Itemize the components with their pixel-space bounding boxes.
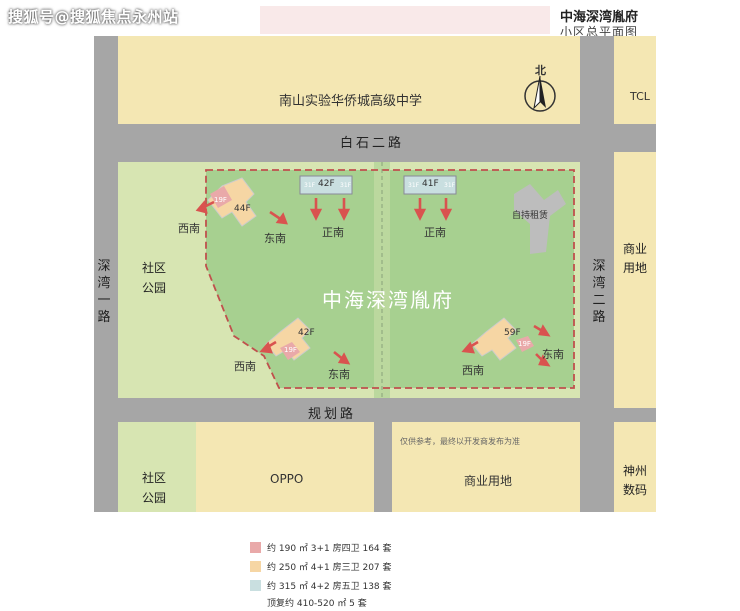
- commercial-right-label: 商业用地: [622, 242, 647, 275]
- commercial-bottom-label: 商业用地: [464, 474, 513, 488]
- road-label-guihua: 规划路: [308, 407, 357, 422]
- commercial-block-right: [614, 152, 656, 408]
- tower-4: [265, 317, 311, 361]
- legend-swatch: [250, 542, 261, 553]
- road-label-shenwan1: 深湾一路: [97, 259, 111, 325]
- community-park-top: [118, 162, 196, 398]
- legend-row-190: 约 190 ㎡ 3+1 房四卫 164 套: [250, 541, 392, 554]
- header-band: [260, 6, 550, 34]
- project-name-label: 中海深湾胤府: [322, 288, 454, 312]
- north-compass-icon: [524, 75, 556, 112]
- orientation-t2: 正南: [322, 226, 344, 239]
- commercial-block-bottom: [392, 422, 580, 512]
- tower-1: [207, 177, 257, 227]
- tower-4-floors: 42F: [298, 328, 315, 338]
- oppo-label: OPPO: [270, 472, 304, 486]
- compass-label: 北: [535, 64, 546, 77]
- tower-3-unit-left: 31F: [408, 182, 420, 189]
- orientation-t1-right: 东南: [264, 232, 286, 245]
- tower-2-unit-right: 31F: [340, 182, 352, 189]
- park-bottom-label: 社区公园: [141, 471, 166, 505]
- tower-1-unit: 19F: [214, 196, 227, 204]
- road-label-baishi: 白石二路: [340, 136, 405, 151]
- road-label-shenwan2: 深湾二路: [592, 259, 606, 325]
- legend-swatch: [250, 580, 261, 591]
- legend-row-250: 约 250 ㎡ 4+1 房三卫 207 套: [250, 560, 392, 573]
- tower-1-floors: 44F: [234, 204, 251, 214]
- school-block: [118, 36, 580, 124]
- tower-2: [299, 175, 353, 195]
- tcl-label: TCL: [630, 90, 650, 103]
- orientation-t5-right: 东南: [542, 348, 564, 361]
- tower-3: [403, 175, 457, 195]
- orientation-t3: 正南: [424, 226, 446, 239]
- plan-title: 中海深湾胤府: [560, 10, 639, 25]
- legend-text: 约 250 ㎡ 4+1 房三卫 207 套: [267, 563, 392, 573]
- orientation-t4-right: 东南: [328, 368, 350, 381]
- tower-2-unit-left: 31F: [304, 182, 316, 189]
- legend-text: 顶复约 410-520 ㎡ 5 套: [267, 599, 367, 609]
- orientation-t5-left: 西南: [462, 364, 484, 377]
- tower-3-floors: 41F: [422, 179, 439, 189]
- tower-3-unit-right: 31F: [444, 182, 456, 189]
- park-top-label: 社区公园: [141, 261, 166, 295]
- watermark-text: 搜狐号@搜狐焦点永州站: [8, 8, 179, 26]
- community-park-bottom: [118, 422, 196, 512]
- orientation-t1-left: 西南: [178, 222, 200, 235]
- legend-row-penthouse: 顶复约 410-520 ㎡ 5 套: [250, 596, 367, 609]
- tower-2-floors: 42F: [318, 179, 335, 189]
- legend-text: 约 315 ㎡ 4+2 房五卫 138 套: [267, 582, 392, 592]
- legend-swatch: [250, 561, 261, 572]
- shenzhou-block: [614, 422, 656, 512]
- tower-5-floors: 59F: [504, 328, 521, 338]
- tower-4-unit: 19F: [284, 346, 297, 354]
- tower-5: [471, 317, 534, 361]
- disclaimer-note: 仅供参考，最终以开发商发布为准: [400, 437, 520, 446]
- shenzhou-label: 神州数码: [622, 464, 647, 497]
- legend-text: 约 190 ㎡ 3+1 房四卫 164 套: [267, 544, 392, 554]
- oppo-block: [196, 422, 374, 512]
- tcl-block: [614, 36, 656, 124]
- tower-5-unit: 19F: [518, 340, 531, 348]
- site-map: 南山实验华侨城高级中学 TCL 北 白石二路 规划路 深湾一路 深湾二路 社区公…: [94, 36, 656, 512]
- plan-subtitle: 小区总平面图: [560, 25, 639, 39]
- orientation-t4-left: 西南: [234, 360, 256, 373]
- rental-building-label: 自持租赁: [512, 211, 549, 221]
- legend-row-315: 约 315 ㎡ 4+2 房五卫 138 套: [250, 579, 392, 592]
- project-site: [195, 162, 580, 398]
- school-label: 南山实验华侨城高级中学: [279, 94, 423, 109]
